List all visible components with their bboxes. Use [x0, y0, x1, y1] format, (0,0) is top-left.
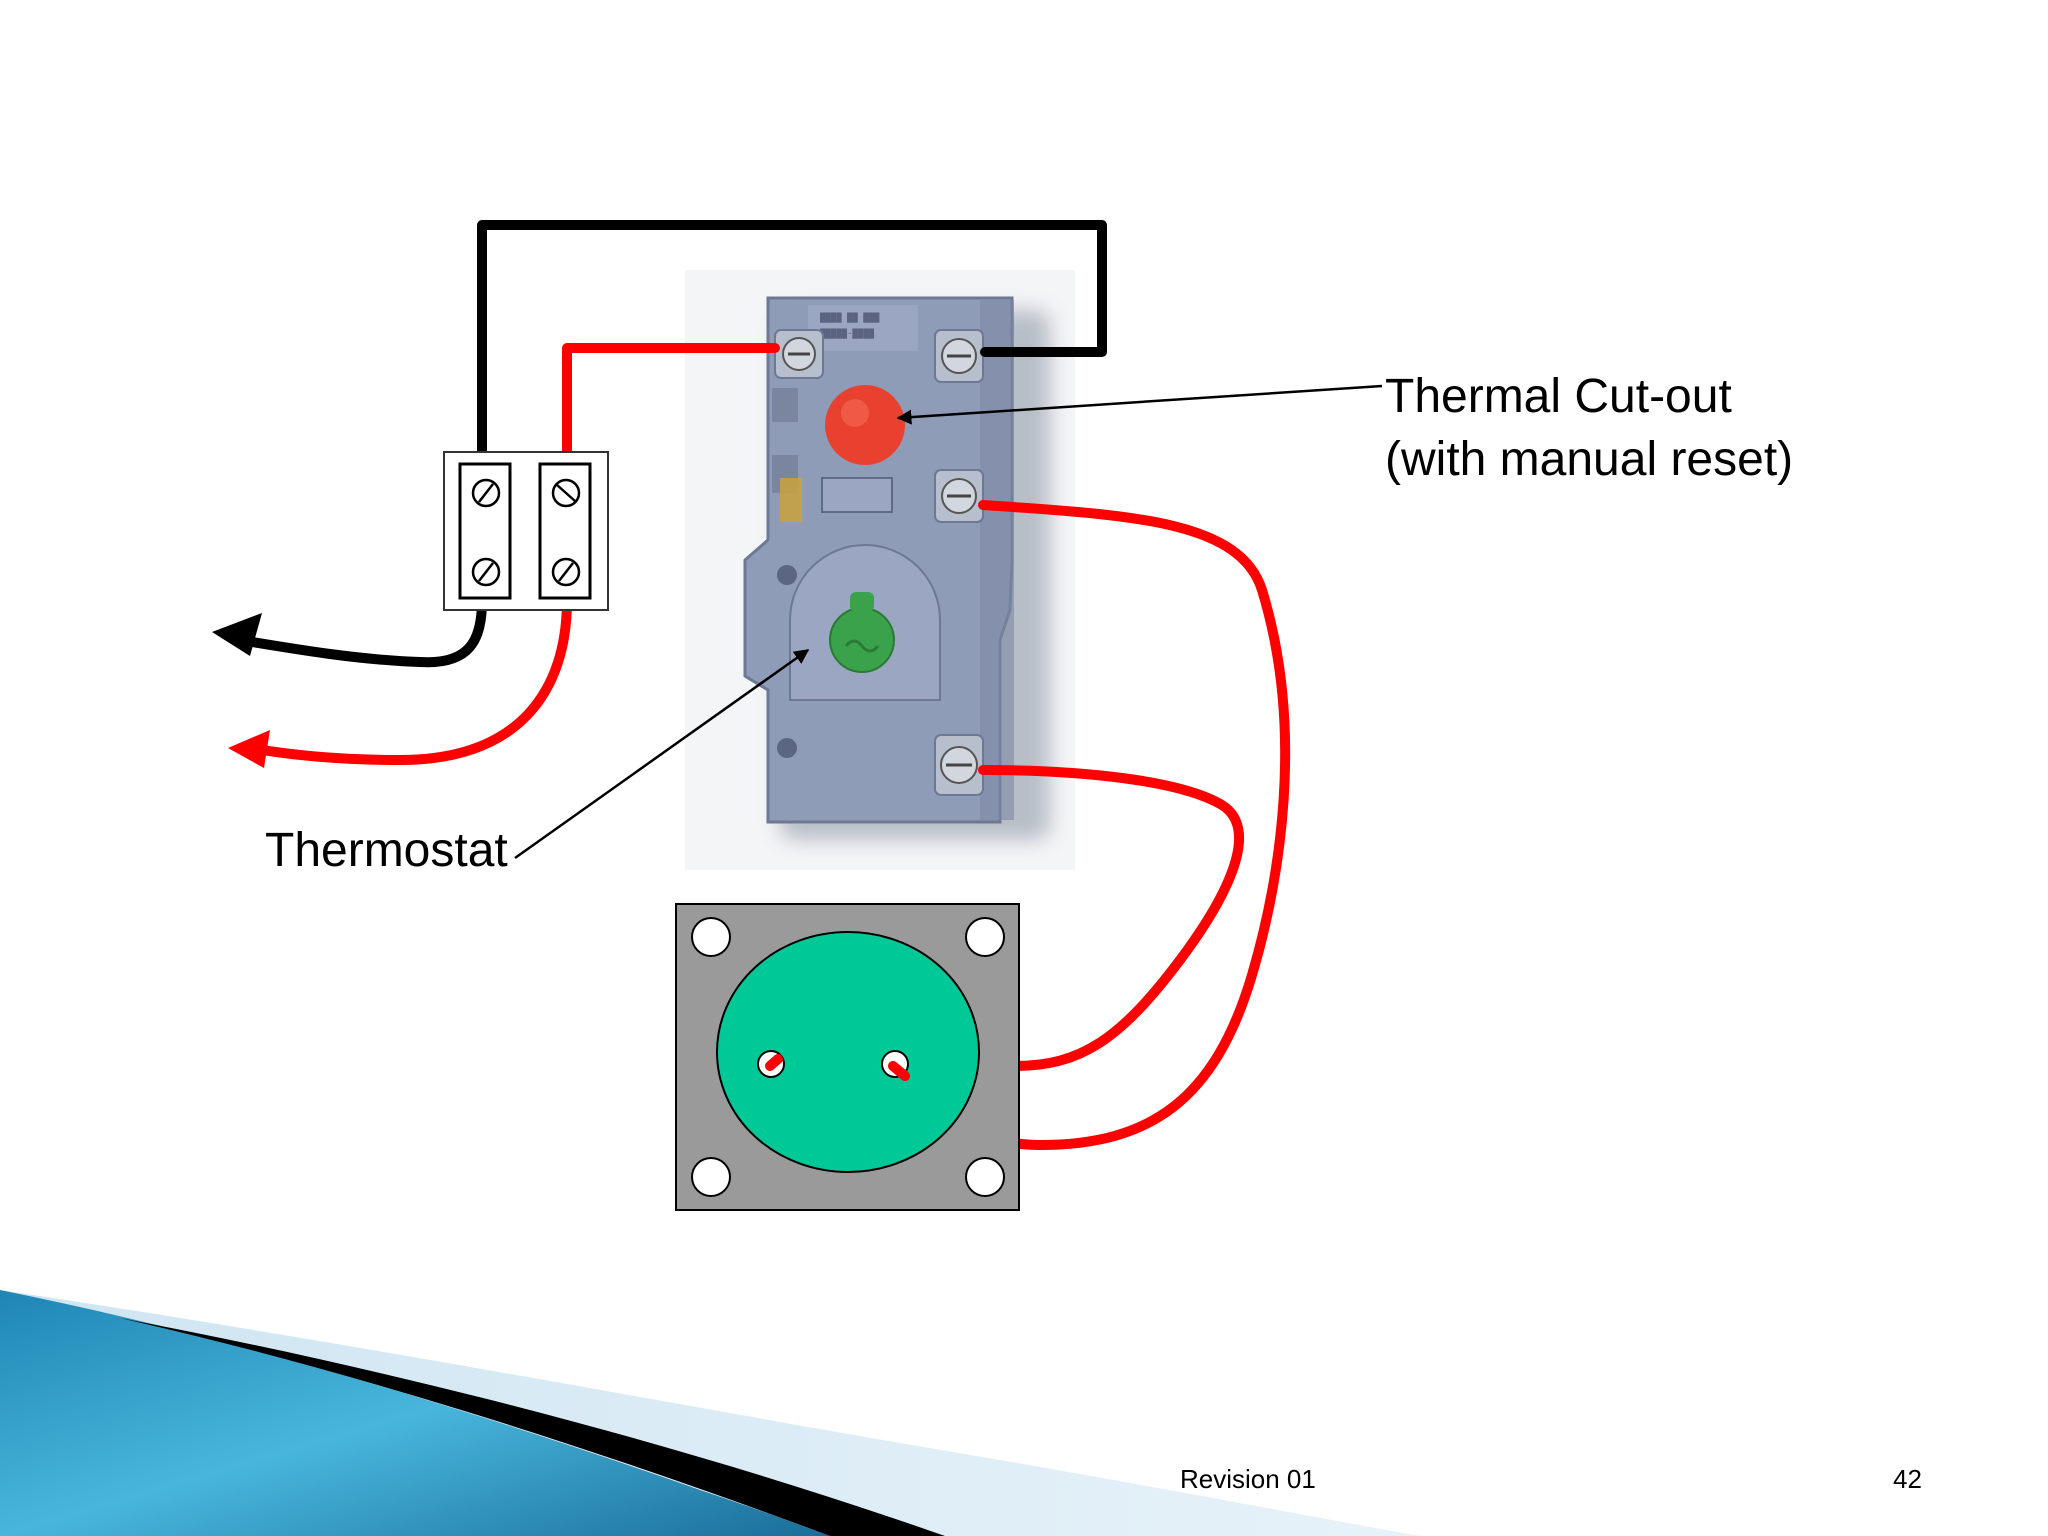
thermal-cutout-sublabel: (with manual reset): [1385, 433, 1793, 486]
svg-text:████ ██ ███: ████ ██ ███: [820, 312, 880, 323]
blue-swoosh: [0, 1290, 830, 1536]
terminal-screw-mid-right: [934, 469, 984, 523]
thermostat-knob: [829, 592, 895, 673]
heating-element: [675, 903, 1020, 1211]
live-supply-wire: [245, 595, 572, 765]
connector-screw-icon: [471, 478, 501, 508]
live-wire-to-cutout: [562, 343, 780, 470]
mounting-hole: [691, 917, 731, 957]
thermal-cutout-label: Thermal Cut-out: [1385, 370, 1732, 423]
neutral-supply-wire: [235, 595, 487, 668]
black-swoosh-edge: [120, 1318, 945, 1536]
rating-label: [821, 477, 893, 513]
cutout-callout-line: [896, 384, 1383, 425]
thermostat-label: Thermostat: [265, 824, 508, 877]
thermostat-device: ████ ██ ███ █████-████: [743, 296, 1050, 840]
connector-screw-icon: [471, 557, 501, 587]
terminal-block: [443, 451, 609, 611]
revision-text: Revision 01: [1180, 1464, 1316, 1494]
connector-screw-icon: [551, 478, 581, 508]
page-number: 42: [1893, 1464, 1922, 1494]
terminal-screw-bottom-right: [934, 734, 984, 796]
element-disc: [716, 931, 980, 1173]
mounting-hole: [965, 917, 1005, 957]
terminal-screw-top-right: [934, 329, 984, 383]
terminal-screw-top-left: [774, 329, 824, 379]
connector-screw-icon: [551, 557, 581, 587]
neutral-loop-wire: [477, 220, 1107, 470]
svg-text:█████-████: █████-████: [820, 328, 875, 339]
neutral-arrowhead-icon: [212, 613, 262, 656]
mounting-hole: [965, 1157, 1005, 1197]
thermostat-callout-line: [514, 648, 810, 860]
manual-reset-button: [825, 385, 905, 465]
mounting-hole: [691, 1157, 731, 1197]
device-label-plate: [808, 305, 918, 351]
live-arrowhead-icon: [228, 730, 270, 768]
